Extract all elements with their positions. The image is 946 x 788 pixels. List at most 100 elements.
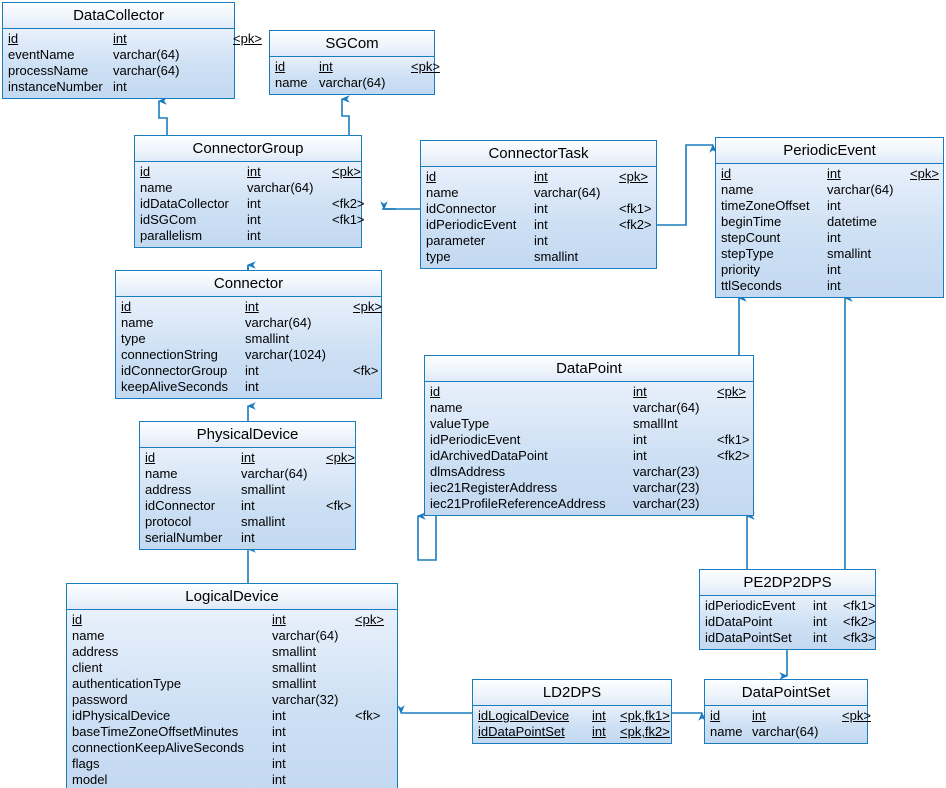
attribute-key-marker: <fk2> <box>332 196 365 211</box>
attribute-row: ttlSeconds int <box>716 278 943 294</box>
attribute-type: int <box>633 384 647 399</box>
attribute-key-marker: <fk1> <box>332 212 365 227</box>
attribute-type: varchar(64) <box>827 182 894 197</box>
attribute-name: password <box>72 692 128 707</box>
attribute-type: varchar(64) <box>247 180 314 195</box>
attribute-type: varchar(32) <box>272 692 339 707</box>
attribute-type: int <box>592 724 606 739</box>
entity-title: DataPoint <box>425 356 753 382</box>
attribute-name: ttlSeconds <box>721 278 782 293</box>
attribute-name: instanceNumber <box>8 79 103 94</box>
entity-title: Connector <box>116 271 381 297</box>
attribute-key-marker: <fk1> <box>843 598 876 613</box>
attribute-type: datetime <box>827 214 877 229</box>
attribute-type: smallint <box>241 514 286 529</box>
attribute-type: smallint <box>272 644 317 659</box>
attribute-type: smallint <box>241 482 286 497</box>
attribute-name: idDataCollector <box>140 196 229 211</box>
attribute-name: flags <box>72 756 100 771</box>
connector-connectortask-to-periodicevent <box>657 143 717 226</box>
entity-title: PhysicalDevice <box>140 422 355 448</box>
attribute-name: name <box>710 724 743 739</box>
attribute-key-marker: <fk2> <box>717 448 750 463</box>
attribute-type: int <box>113 79 127 94</box>
connector-connectorgroup-to-sgcom <box>340 95 350 135</box>
attribute-type: int <box>633 448 647 463</box>
attribute-row: instanceNumber int <box>3 79 234 95</box>
attribute-name: connectionString <box>121 347 218 362</box>
attribute-type: int <box>827 278 841 293</box>
attribute-key-marker: <pk> <box>411 59 440 74</box>
attribute-row: idArchivedDataPoint int <fk2> <box>425 448 753 464</box>
attribute-type: int <box>534 217 548 232</box>
attribute-type: int <box>247 228 261 243</box>
connector-connectorgroup-to-datacollector <box>157 97 168 135</box>
attribute-name: protocol <box>145 514 192 529</box>
attribute-name: name <box>275 75 308 90</box>
entity-title: PeriodicEvent <box>716 138 943 164</box>
attribute-type: varchar(23) <box>633 464 700 479</box>
attribute-name: baseTimeZoneOffsetMinutes <box>72 724 239 739</box>
attribute-key-marker: <pk,fk2> <box>620 724 670 739</box>
attribute-key-marker: <pk> <box>326 450 355 465</box>
attribute-type: int <box>113 31 127 46</box>
attribute-name: priority <box>721 262 761 277</box>
attribute-type: int <box>592 708 606 723</box>
attribute-name: id <box>710 708 721 723</box>
attribute-name: type <box>121 331 146 346</box>
attribute-name: idDataPointSet <box>705 630 792 645</box>
attribute-name: idDataPointSet <box>478 724 565 739</box>
attribute-name: id <box>430 384 441 399</box>
attribute-name: idPeriodicEvent <box>426 217 517 232</box>
attribute-key-marker: <pk> <box>332 164 361 179</box>
attribute-key-marker: <fk> <box>353 363 379 378</box>
attribute-type: varchar(64) <box>633 400 700 415</box>
attribute-name: id <box>121 299 132 314</box>
attribute-row: name varchar(64) <box>705 724 867 740</box>
attribute-name: idArchivedDataPoint <box>430 448 548 463</box>
attribute-name: processName <box>8 63 89 78</box>
attribute-name: name <box>430 400 463 415</box>
entity-title: SGCom <box>270 31 434 57</box>
attribute-type: varchar(64) <box>113 63 180 78</box>
attribute-type: int <box>813 598 827 613</box>
attribute-type: int <box>245 299 259 314</box>
attribute-type: int <box>272 740 286 755</box>
entity-title: DataCollector <box>3 3 234 29</box>
attribute-type: varchar(64) <box>752 724 819 739</box>
attribute-name: id <box>721 166 732 181</box>
attribute-name: id <box>145 450 156 465</box>
